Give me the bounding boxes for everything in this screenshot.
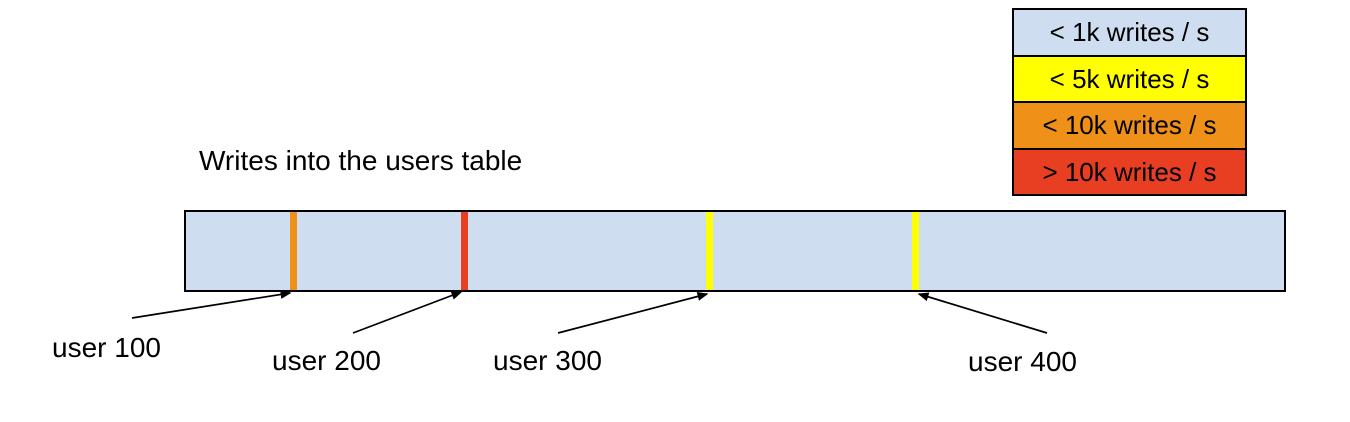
write-marker-user-300	[706, 212, 714, 290]
callout-label-user-200: user 200	[272, 345, 381, 376]
callout-arrow	[352, 291, 463, 334]
legend-item-lt-5k: < 5k writes / s	[1014, 54, 1245, 101]
write-marker-user-200	[460, 212, 468, 290]
users-table-bar	[184, 210, 1286, 292]
legend: < 1k writes / s < 5k writes / s < 10k wr…	[1012, 8, 1247, 196]
write-marker-user-400	[911, 212, 919, 290]
legend-item-lt-10k: < 10k writes / s	[1014, 101, 1245, 148]
callout-label-user-400: user 400	[968, 346, 1077, 377]
callout-label-user-100: user 100	[52, 332, 161, 363]
legend-item-lt-1k: < 1k writes / s	[1014, 10, 1245, 55]
diagram-title: Writes into the users table	[199, 145, 523, 176]
write-marker-user-100	[290, 212, 298, 290]
callout-label-user-300: user 300	[493, 345, 602, 376]
legend-item-gt-10k: > 10k writes / s	[1014, 147, 1245, 194]
callout-arrow	[131, 290, 292, 319]
callout-arrow	[557, 292, 709, 334]
callout-arrow	[917, 292, 1048, 334]
